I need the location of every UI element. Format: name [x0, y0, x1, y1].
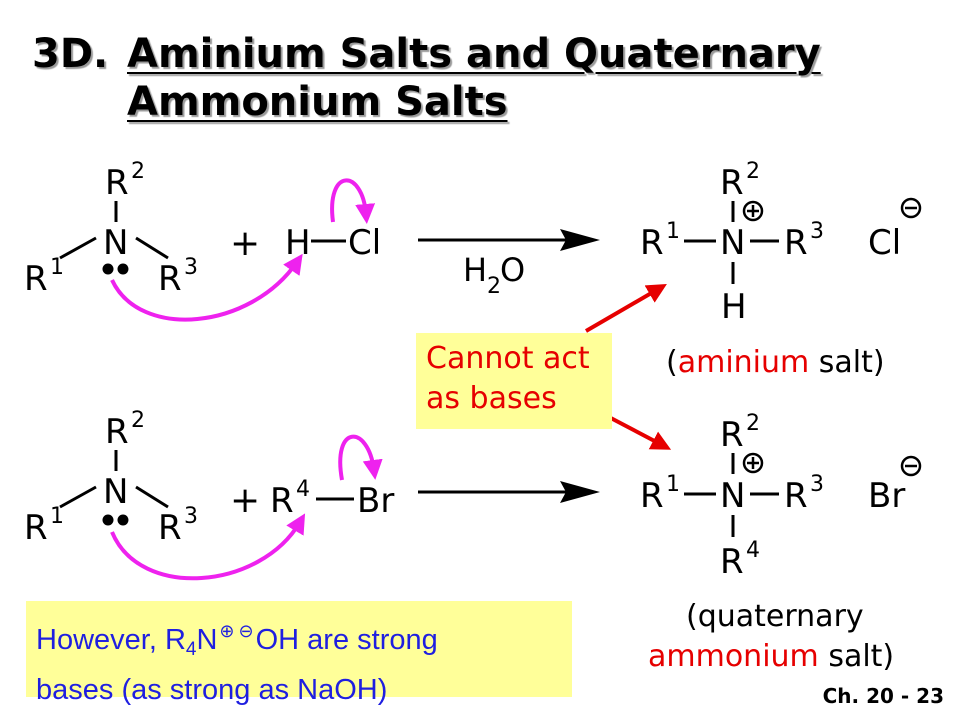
- r1-label: R: [24, 259, 48, 299]
- p2-nitrogen-atom: N: [720, 476, 745, 516]
- however-text-part1: However, R: [36, 624, 186, 656]
- plus-charge-circle-icon: [742, 200, 764, 222]
- reagent-cl: Cl: [348, 223, 381, 263]
- curved-electron-arrow-icon: [330, 178, 376, 224]
- nitrogen-atom: N: [103, 223, 128, 263]
- r3-label: R: [158, 508, 182, 548]
- p2-r3-label: R: [784, 476, 808, 516]
- title-line-2: Ammonium Salts: [127, 79, 508, 125]
- minus-charge-circle-icon: [900, 197, 922, 219]
- condition-h: H: [463, 251, 487, 289]
- p1-r3-superscript: 3: [810, 219, 824, 244]
- reagent-h: H: [285, 223, 311, 263]
- r1-superscript: 1: [50, 504, 64, 529]
- label-quaternary-line2: ammonium salt): [648, 639, 894, 674]
- p1-r2-label: R: [720, 163, 744, 203]
- callout-cannot-act-as-bases: Cannot act as bases: [416, 333, 612, 429]
- p1-chloride-anion: Cl: [868, 223, 901, 263]
- p2-r1-superscript: 1: [666, 472, 680, 497]
- callout-arrow-up-icon: [584, 283, 667, 333]
- bond-n-r3: [135, 485, 169, 509]
- r2-superscript: 2: [131, 408, 145, 433]
- however-subscript: 4: [185, 639, 197, 660]
- r2-label: R: [105, 163, 129, 203]
- nitrogen-atom: N: [103, 472, 128, 512]
- r2-label: R: [105, 412, 129, 452]
- plus-charge-circle-icon: ⊕: [219, 621, 235, 641]
- p2-r2-superscript: 2: [746, 411, 760, 436]
- p1-h-label: H: [721, 287, 747, 327]
- reagent-br: Br: [357, 481, 394, 521]
- product-quaternary-ammonium-salt: R 2 R 1 N R 3 R 4 Br: [640, 411, 922, 582]
- label-quaternary-line1: (quaternary: [686, 599, 864, 634]
- reaction-arrowhead: [560, 481, 600, 503]
- reagent-r4-superscript: 4: [296, 477, 310, 502]
- p1-r3-label: R: [784, 223, 808, 263]
- curved-electron-arrow-icon: [110, 253, 303, 322]
- however-text-part2: N: [196, 624, 218, 656]
- however-text-part3: OH are strong: [255, 624, 438, 656]
- p1-r1-superscript: 1: [666, 219, 680, 244]
- reagent-r4: R: [270, 481, 294, 521]
- p1-nitrogen-atom: N: [720, 223, 745, 263]
- plus-charge-circle-icon: [742, 452, 764, 474]
- label-aminium-salt: (aminium salt): [666, 345, 885, 380]
- callout-however-line2: bases (as strong as NaOH): [36, 674, 388, 706]
- reactant-amine-1: R 2 N R 1 R 3: [24, 159, 198, 299]
- curved-electron-arrow-icon: [338, 434, 383, 481]
- reagent-alkyl-bromide: R 4 Br: [270, 477, 394, 521]
- condition-o: O: [500, 251, 525, 289]
- p2-r4-superscript: 4: [746, 538, 760, 563]
- curved-electron-arrow-icon: [110, 513, 306, 581]
- chapter-page-label: Ch. 20 - 23: [822, 684, 944, 708]
- reagent-hcl: H Cl: [285, 223, 381, 263]
- lone-pair-dots-icon: [102, 263, 129, 275]
- r1-label: R: [24, 508, 48, 548]
- minus-charge-circle-icon: ⊖: [238, 621, 254, 641]
- svg-text:(aminium salt): (aminium salt): [666, 345, 885, 380]
- r3-superscript: 3: [184, 504, 198, 529]
- r3-superscript: 3: [184, 255, 198, 280]
- r1-superscript: 1: [50, 255, 64, 280]
- condition-subscript: 2: [487, 274, 501, 299]
- p2-r2-label: R: [720, 415, 744, 455]
- p2-bromide-anion: Br: [868, 476, 905, 516]
- p2-r1-label: R: [640, 476, 664, 516]
- reaction-arrowhead: [560, 229, 600, 251]
- p2-r3-superscript: 3: [810, 472, 824, 497]
- r3-label: R: [158, 259, 182, 299]
- callout-however-strong-bases: However, R4N⊕⊖OH are strong bases (as st…: [26, 601, 572, 706]
- bond-n-r1: [59, 485, 97, 509]
- callout-however-line1: However, R4N⊕⊖OH are strong: [36, 611, 572, 670]
- p2-r4-label: R: [720, 542, 744, 582]
- r2-superscript: 2: [131, 159, 145, 184]
- bond-n-r3: [135, 236, 169, 260]
- p1-r2-superscript: 2: [746, 159, 760, 184]
- p1-r1-label: R: [640, 223, 664, 263]
- plus-sign-2: +: [230, 480, 260, 521]
- product-aminium-salt: R 2 R 1 N R 3 H Cl: [640, 159, 922, 327]
- minus-charge-circle-icon: [900, 455, 922, 477]
- reactant-amine-2: R 2 N R 1 R 3: [24, 408, 198, 548]
- plus-sign-1: +: [230, 223, 260, 264]
- title-line-1: Aminium Salts and Quaternary: [127, 31, 821, 77]
- bond-n-r1: [59, 236, 97, 260]
- condition-water: H 2 O: [463, 251, 525, 299]
- callout-cannot-line1: Cannot act: [426, 341, 590, 376]
- section-number: 3D.: [32, 31, 109, 77]
- lone-pair-dots-icon: [102, 514, 129, 526]
- callout-cannot-line2: as bases: [426, 381, 557, 416]
- label-quaternary-ammonium-salt: (quaternary ammonium salt): [648, 599, 894, 674]
